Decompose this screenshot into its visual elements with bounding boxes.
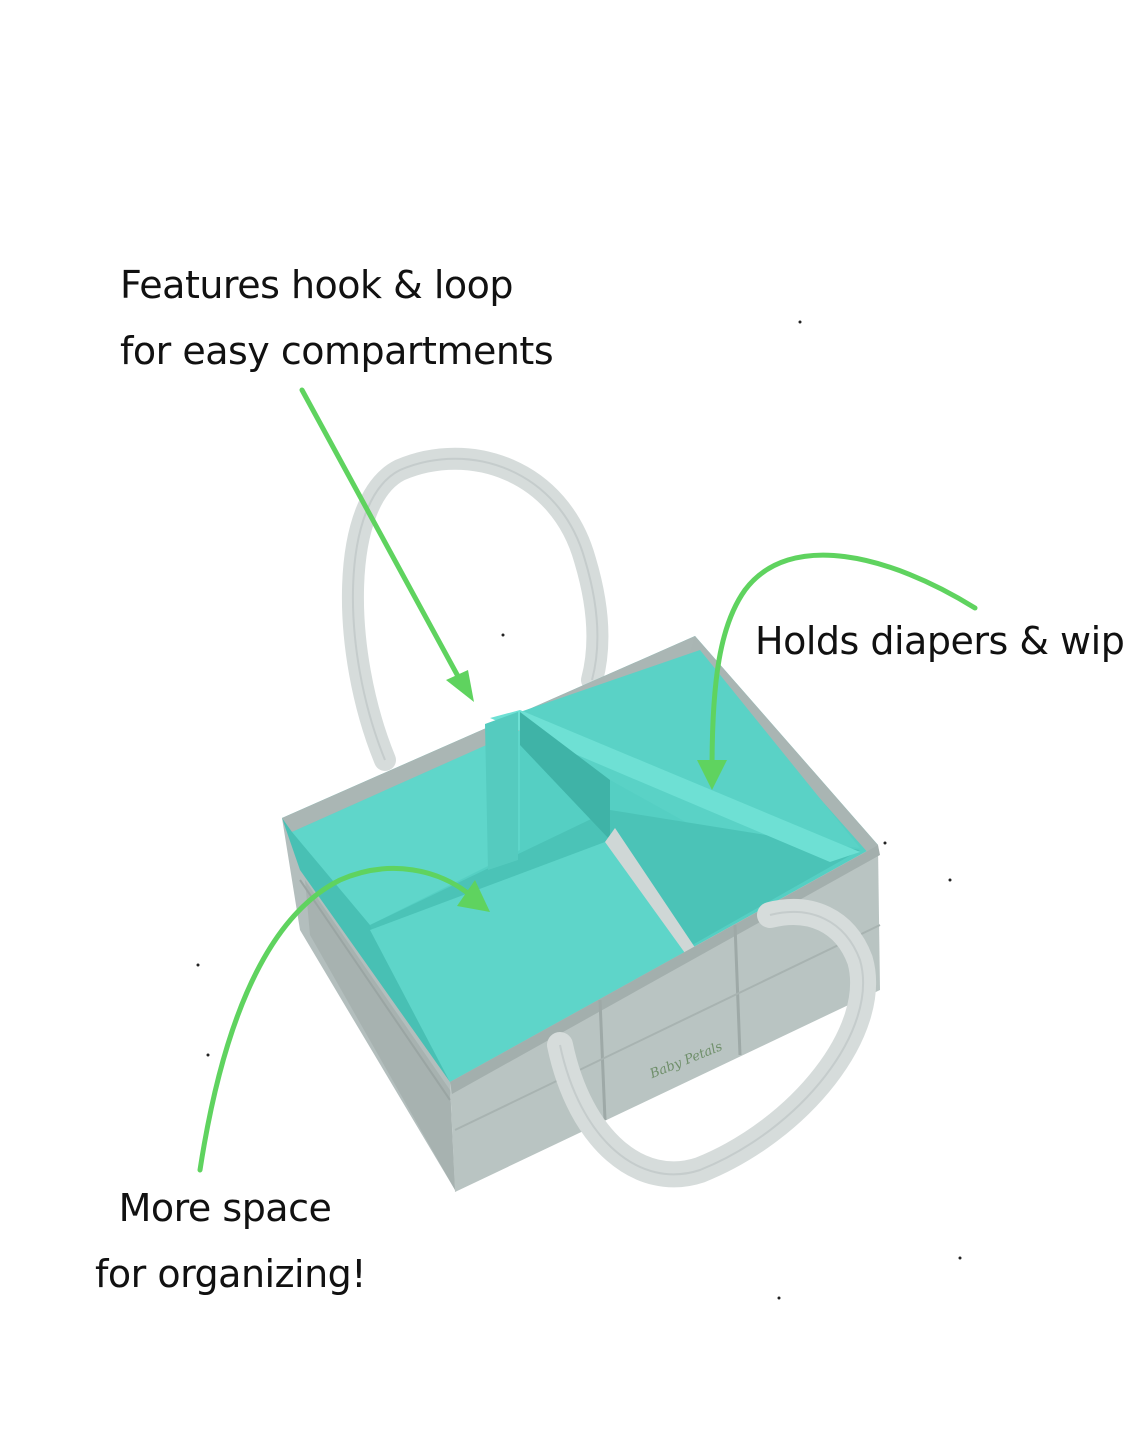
annotation-diapers-line1: Holds diapers & wipes: [755, 619, 1125, 663]
annotation-space: More space for organizing!: [95, 1175, 367, 1307]
caddy-body: [282, 636, 881, 1192]
annotation-hook-loop-line1: Features hook & loop: [120, 263, 514, 307]
background-specks: [196, 320, 962, 1300]
annotation-space-line1: More space: [118, 1186, 332, 1230]
annotation-hook-loop-line2: for easy compartments: [120, 329, 554, 373]
arrow-curved-icon: [697, 552, 978, 790]
arrow-curved-icon: [197, 866, 490, 1173]
annotation-hook-loop: Features hook & loop for easy compartmen…: [120, 252, 554, 384]
arrow-down-icon: [299, 387, 474, 702]
annotation-space-line2: for organizing!: [95, 1252, 367, 1296]
annotation-diapers: Holds diapers & wipes: [755, 608, 1125, 674]
